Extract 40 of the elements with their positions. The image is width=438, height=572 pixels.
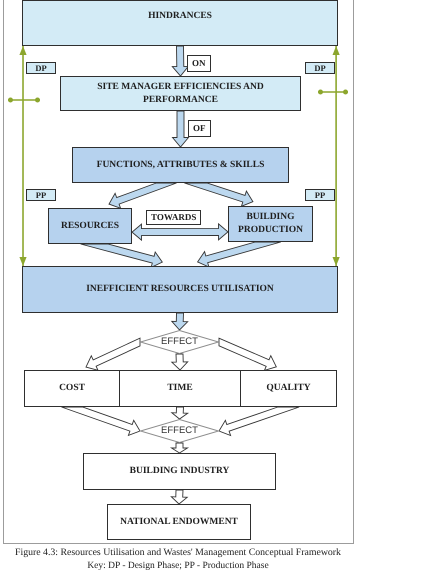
diamond-node: EFFECT [140,330,219,354]
process-box: FUNCTIONS, ATTRIBUTES & SKILLS [72,147,289,183]
block-arrow [196,242,282,268]
figure-caption: Figure 4.3: Resources Utilisation and Wastes' Management Conceptual Framework [14,548,342,559]
block-arrow [85,337,140,371]
block-arrow [80,244,163,268]
block-arrow [170,490,188,505]
block-arrow [170,442,190,454]
key-note: Key: DP - Design Phase; PP - Production Phase [86,561,270,572]
block-arrow [172,110,190,148]
block-arrow [170,354,189,371]
phase-tag: DP [305,62,335,74]
process-box: HINDRANCES [22,0,338,46]
process-box: BUILDING PRODUCTION [228,206,313,242]
double-arrow [332,46,340,266]
process-box: NATIONAL ENDOWMENT [107,504,251,540]
process-box: RESOURCES [48,208,132,244]
phase-tag: DP [26,62,56,74]
block-arrow [170,312,189,331]
block-arrow [131,222,229,242]
edge-label: TOWARDS [146,210,202,225]
phase-tag: PP [26,189,56,201]
phase-tag: PP [305,189,335,201]
process-box: INEFFICIENT RESOURCES UTILISATION [22,266,338,313]
block-arrow [218,338,277,372]
double-arrow [19,46,27,266]
process-box: BUILDING INDUSTRY [83,453,276,490]
edge-label: ON [187,55,210,72]
block-arrow [61,406,141,436]
block-arrow [184,182,254,208]
block-arrow [108,182,177,210]
process-box: COST [24,370,120,407]
process-box: QUALITY [240,370,337,407]
diamond-node: EFFECT [140,419,219,443]
edge-label: OF [188,120,210,137]
block-arrow [171,46,190,77]
process-box: SITE MANAGER EFFICIENCIES AND PERFORMANCE [60,76,301,111]
block-arrow [170,406,190,420]
block-arrow [218,406,300,436]
process-box: TIME [119,370,241,407]
